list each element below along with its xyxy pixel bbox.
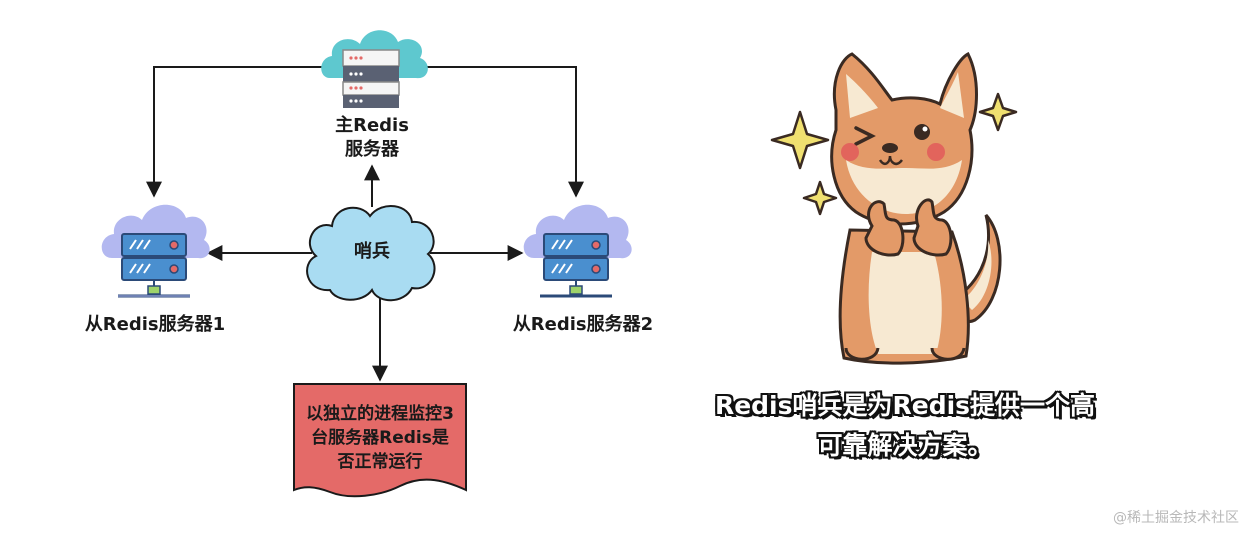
master-server-node [321, 30, 428, 108]
note-document-shape [293, 383, 467, 498]
slave2-server-node [523, 204, 632, 298]
sparkle-star-icon [978, 92, 1018, 132]
master-label-line2: 服务器 [345, 139, 399, 160]
shiba-dog-illustration [830, 51, 1002, 365]
note-line1: 以独立的进程监控3 [306, 404, 454, 424]
master-label: 主Redis 服务器 [322, 114, 422, 162]
sentinel-label: 哨兵 [354, 241, 390, 262]
sparkle-stars [770, 92, 1018, 216]
sparkle-star-icon [770, 110, 830, 170]
server-icon [540, 233, 612, 298]
note-line2: 台服务器Redis是 [311, 428, 449, 448]
note-line3: 否正常运行 [337, 452, 423, 472]
caption-line2: 可靠解决方案。 [817, 431, 993, 460]
master-to-slave1-arrow [146, 66, 328, 198]
caption-line1: Redis哨兵是为Redis提供一个高 [714, 391, 1096, 420]
caption-text: Redis哨兵是为Redis提供一个高 可靠解决方案。 [640, 386, 1170, 466]
slave1-label: 从Redis服务器1 [84, 314, 226, 335]
server-icon [118, 233, 190, 298]
sentinel-cloud-shape [306, 204, 436, 302]
master-to-slave2-arrow [418, 66, 584, 198]
master-label-line1: 主Redis [335, 115, 409, 136]
watermark: @稀土掘金技术社区 [1113, 510, 1239, 526]
note-text: 以独立的进程监控3 台服务器Redis是 否正常运行 [292, 402, 468, 474]
sparkle-star-icon [802, 180, 838, 216]
slave2-label: 从Redis服务器2 [512, 314, 654, 335]
connectors [146, 66, 584, 382]
slave1-server-node [101, 204, 210, 298]
server-rack-icon [342, 49, 400, 108]
